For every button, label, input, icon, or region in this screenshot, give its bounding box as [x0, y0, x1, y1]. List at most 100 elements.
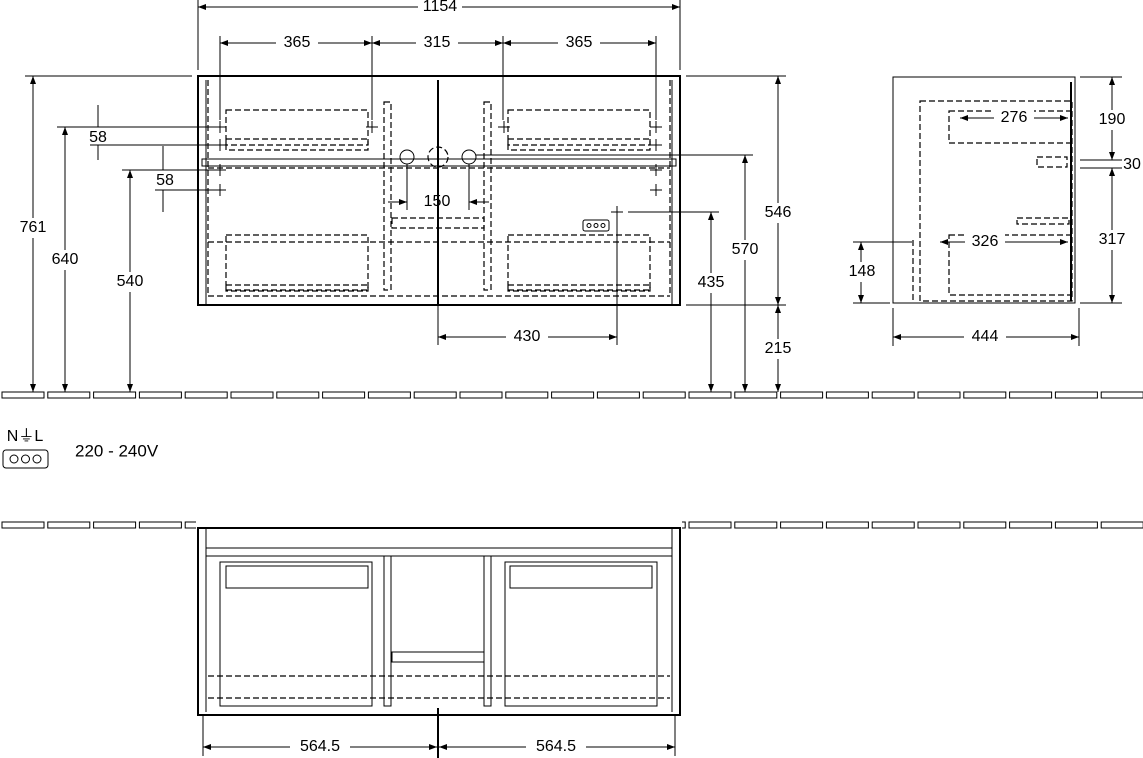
floor-segment: [688, 391, 732, 399]
voltage-label: 220 - 240V: [75, 441, 159, 460]
floor-segment: [825, 391, 869, 399]
extension-lines: [437, 218, 618, 345]
floor-segment: [734, 521, 778, 529]
floor-segment: [642, 391, 686, 399]
extension-lines: [197, 0, 681, 70]
dim-upper-offset: 58: [89, 129, 107, 146]
floor-segment: [230, 391, 274, 399]
floor-segment: [734, 391, 778, 399]
electrical-legend: N⏚L 220 - 240V: [2, 427, 159, 469]
siphon-channel-right: [483, 555, 492, 707]
dim-half-left: 564.5: [300, 738, 340, 755]
dim-lower-drawer-depth: 326: [972, 233, 999, 250]
socket-pin-icon: [600, 223, 606, 228]
dim-upper-drawer-depth: 276: [1001, 109, 1028, 126]
floor-segment: [917, 391, 961, 399]
floor-segment: [825, 521, 869, 529]
dim-total-height: 761: [20, 219, 47, 236]
floor-segment: [551, 391, 595, 399]
dim-socket-offset: 430: [514, 328, 541, 345]
lower-drawer-left: [225, 234, 369, 291]
dim-drain-gap: 30: [1123, 156, 1141, 173]
floor-segment: [780, 391, 824, 399]
socket-pin-icon: [32, 454, 42, 464]
tap-hole-icon: [461, 149, 477, 165]
dim-socket-height: 435: [698, 274, 725, 291]
floor-line-top: [1, 391, 1143, 399]
floor-segment: [871, 391, 915, 399]
extension-lines: [686, 75, 786, 306]
socket-pin-icon: [21, 454, 30, 464]
dim-spacing-right: 365: [566, 34, 593, 51]
upper-drawer-left-base: [225, 138, 369, 146]
socket-icon: [2, 449, 49, 469]
floor-segment: [1009, 521, 1053, 529]
hidden-carcass: [919, 100, 1073, 302]
dim-floor-clearance: 215: [765, 340, 792, 357]
dim-cabinet-height: 546: [765, 204, 792, 221]
floor-segment: [322, 391, 366, 399]
floor-segment: [459, 391, 503, 399]
dim-lower-offset: 58: [156, 172, 174, 189]
upper-drawer-right: [507, 109, 651, 151]
lower-drawer-right-base: [507, 284, 651, 292]
floor-segment: [1054, 521, 1098, 529]
siphon-channel-left: [383, 101, 392, 291]
floor-segment: [1100, 521, 1143, 529]
siphon-shelf: [391, 651, 485, 663]
floor-segment: [1, 391, 45, 399]
floor-segment: [138, 391, 182, 399]
drawer-right: [504, 561, 658, 707]
floor-segment: [93, 391, 137, 399]
floor-segment: [47, 391, 91, 399]
floor-segment: [963, 521, 1007, 529]
floor-segment: [1, 521, 45, 529]
dimension-line: [90, 105, 214, 160]
floor-segment: [93, 521, 137, 529]
dim-plinth-height: 148: [849, 263, 876, 280]
floor-segment: [1100, 391, 1143, 399]
socket-section: [1016, 217, 1070, 225]
front-view: 1154 365 315 365 761 640 540 58 58 150 5…: [16, 0, 796, 392]
extension-lines: [219, 36, 657, 120]
floor-segment: [1054, 391, 1098, 399]
floor-segment: [963, 391, 1007, 399]
drawer-right-inner: [509, 565, 653, 589]
floor-segment: [1009, 391, 1053, 399]
floor-segment: [276, 391, 320, 399]
drawer-left: [219, 561, 373, 707]
upper-drawer-right-base: [507, 138, 651, 146]
side-view: 190 30 317 276 326 148 444: [846, 76, 1141, 346]
lower-drawer-right: [507, 234, 651, 291]
floor-segment: [871, 521, 915, 529]
dim-total-depth: 444: [972, 328, 999, 345]
floor-segment: [413, 391, 457, 399]
floor-segment: [688, 521, 732, 529]
socket-pin-icon: [586, 223, 592, 228]
lower-drawer-section: [948, 234, 1072, 296]
siphon-shelf: [391, 217, 485, 229]
tap-hole-icon: [399, 149, 415, 165]
floor-segment: [505, 391, 549, 399]
dimension-line: [155, 146, 214, 212]
plan-view: 564.5 564.5: [196, 520, 682, 758]
dim-total-width: 1154: [423, 0, 458, 15]
lower-drawer-left-base: [225, 284, 369, 292]
dim-upper-fixing-height: 640: [52, 251, 79, 268]
extension-lines: [1080, 76, 1122, 304]
dim-lower-fixing-height: 540: [117, 273, 144, 290]
dim-spacing-left: 365: [284, 34, 311, 51]
dim-drain-height: 570: [732, 241, 759, 258]
socket-icon: [582, 219, 610, 232]
dim-half-right: 564.5: [536, 738, 576, 755]
floor-segment: [917, 521, 961, 529]
socket-pin-icon: [9, 454, 19, 464]
dim-tap-spacing: 150: [424, 193, 451, 210]
drain-connection: [1036, 156, 1068, 168]
siphon-channel-right: [483, 101, 492, 291]
drawer-left-inner: [225, 565, 369, 589]
earth-symbol-label: N⏚L: [7, 427, 44, 445]
floor-segment: [138, 521, 182, 529]
fixing-point-crosses: [214, 121, 662, 218]
